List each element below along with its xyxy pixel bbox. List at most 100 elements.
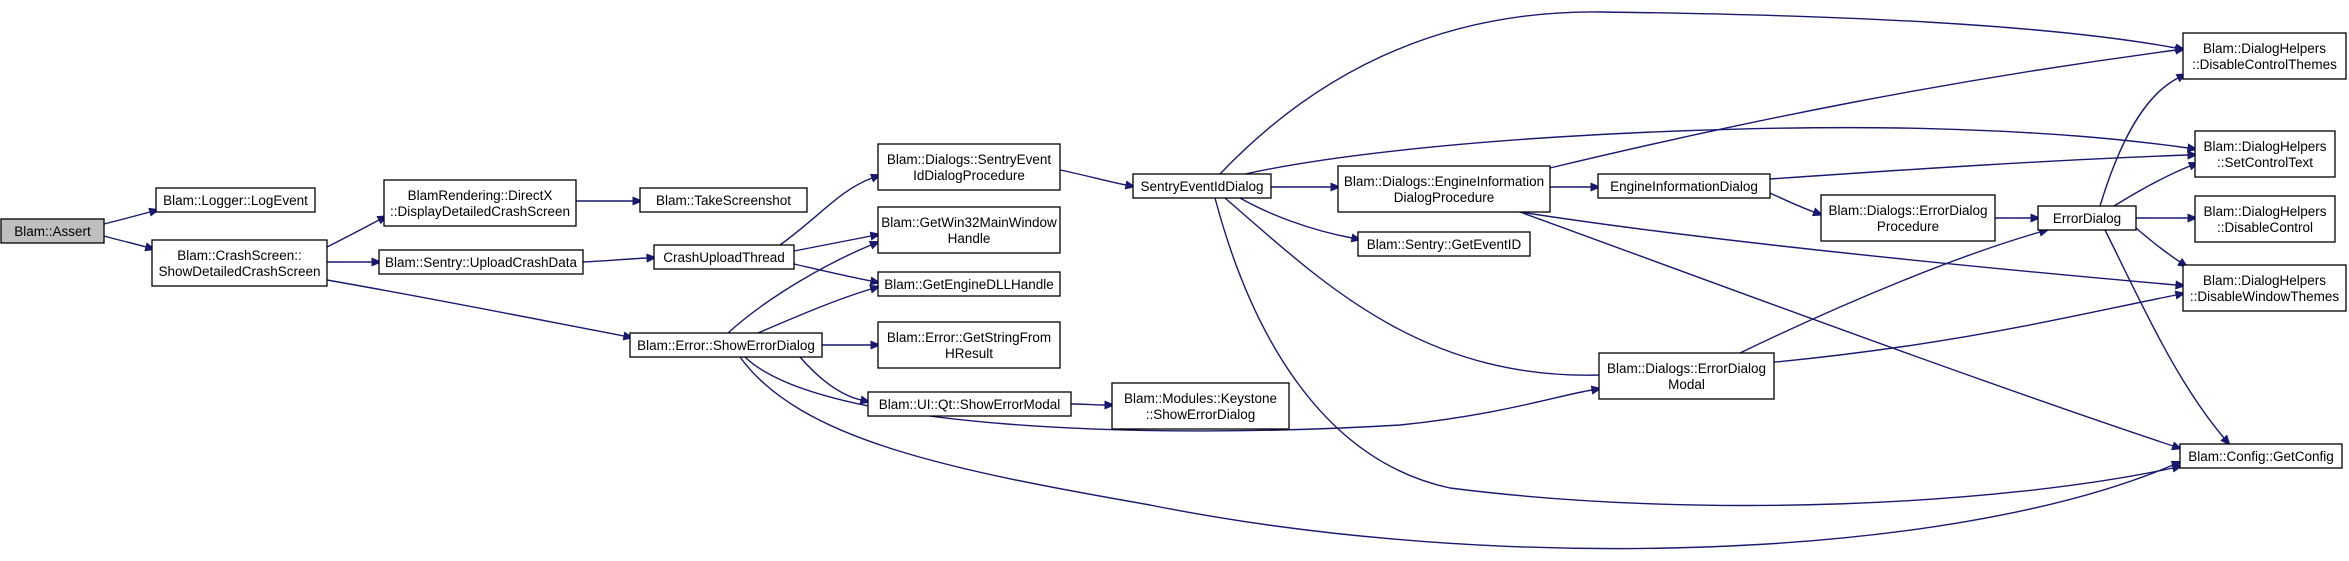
arrowhead-icon xyxy=(868,240,881,250)
node-box xyxy=(1111,382,1290,430)
node-geteventid[interactable]: Blam::Sentry::GetEventID xyxy=(1357,231,1531,257)
node-uploadcrash[interactable]: Blam::Sentry::UploadCrashData xyxy=(378,249,584,275)
edge-line xyxy=(2104,229,2225,439)
node-label: Blam::GetWin32MainWindow xyxy=(881,215,1057,230)
node-sentrydialog[interactable]: SentryEventIdDialog xyxy=(1132,173,1272,199)
edge-showerror-to-getconfig xyxy=(739,356,2183,550)
edge-errordialog-to-disablecontrol xyxy=(2136,213,2199,223)
edge-line xyxy=(779,177,873,246)
arrowhead-icon xyxy=(2174,45,2187,55)
node-box xyxy=(653,244,795,270)
node-label: ::ShowErrorDialog xyxy=(1146,407,1256,422)
function-nodes: Blam::AssertBlam::Logger::LogEventBlam::… xyxy=(0,32,2347,469)
node-dxdisplay[interactable]: BlamRendering::DirectX::DisplayDetailedC… xyxy=(383,179,577,227)
node-label: Blam::Dialogs::ErrorDialog xyxy=(1828,203,1987,218)
edge-line xyxy=(1219,11,2177,175)
arrowhead-icon xyxy=(646,253,658,263)
edge-sentrydialog-to-disablecontrolthemes xyxy=(1219,11,2187,175)
edge-sentrydialog-to-engineinfoproc xyxy=(1271,182,1342,192)
node-engineinfodialog[interactable]: EngineInformationDialog xyxy=(1597,173,1771,199)
edge-line xyxy=(2113,165,2191,207)
node-label: Blam::DialogHelpers xyxy=(2203,139,2326,154)
node-setcontroltext[interactable]: Blam::DialogHelpers::SetControlText xyxy=(2194,130,2336,178)
node-box xyxy=(378,249,584,275)
node-label: Blam::Dialogs::EngineInformation xyxy=(1344,174,1544,189)
node-label: Blam::DialogHelpers xyxy=(2203,204,2326,219)
arrowhead-icon xyxy=(1811,207,1824,217)
node-label: Blam::DialogHelpers xyxy=(2203,273,2326,288)
arrowhead-icon xyxy=(632,196,644,206)
edge-line xyxy=(799,356,862,401)
node-label: IdDialogProcedure xyxy=(913,168,1025,183)
node-label: Blam::Dialogs::ErrorDialog xyxy=(1607,361,1766,376)
node-box xyxy=(155,187,316,213)
node-qtmodal[interactable]: Blam::UI::Qt::ShowErrorModal xyxy=(867,391,1072,417)
node-label: Blam::Dialogs::SentryEvent xyxy=(887,152,1052,167)
edge-line xyxy=(103,211,151,225)
node-box xyxy=(2194,130,2336,178)
edge-line xyxy=(727,244,872,334)
arrowhead-icon xyxy=(870,340,882,350)
node-sentryproc[interactable]: Blam::Dialogs::SentryEventIdDialogProced… xyxy=(877,143,1061,191)
arrowhead-icon xyxy=(371,257,383,267)
node-box xyxy=(1357,231,1531,257)
edge-errordialog-to-setcontroltext xyxy=(2113,161,2200,207)
edge-crashthread-to-getenginedll xyxy=(793,263,882,286)
node-disablecontrolthemes[interactable]: Blam::DialogHelpers::DisableControlTheme… xyxy=(2182,32,2347,80)
edge-assert-to-showdetailed xyxy=(103,235,156,252)
node-label: Handle xyxy=(948,231,991,246)
edge-line xyxy=(1244,126,2189,175)
node-label: Blam::UI::Qt::ShowErrorModal xyxy=(879,397,1061,412)
node-label: Blam::GetEngineDLLHandle xyxy=(884,277,1054,292)
node-errordialog[interactable]: ErrorDialog xyxy=(2037,205,2137,231)
edge-showdetailed-to-dxdisplay xyxy=(326,215,389,248)
node-showerror[interactable]: Blam::Error::ShowErrorDialog xyxy=(629,332,823,358)
node-box xyxy=(1597,173,1771,199)
node-keystone[interactable]: Blam::Modules::Keystone::ShowErrorDialog xyxy=(1111,382,1290,430)
edge-line xyxy=(1519,211,2174,447)
node-label: Blam::Error::ShowErrorDialog xyxy=(637,338,815,353)
node-label: Blam::Logger::LogEvent xyxy=(163,193,308,208)
edge-uploadcrash-to-crashthread xyxy=(582,253,658,263)
node-logevent[interactable]: Blam::Logger::LogEvent xyxy=(155,187,316,213)
node-disablewindowthemes[interactable]: Blam::DialogHelpers::DisableWindowThemes xyxy=(2182,264,2347,312)
edge-line xyxy=(1549,49,2177,169)
node-box xyxy=(867,391,1072,417)
node-box xyxy=(1337,165,1551,213)
edge-line xyxy=(103,235,147,248)
node-crashthread[interactable]: CrashUploadThread xyxy=(653,244,795,270)
node-getconfig[interactable]: Blam::Config::GetConfig xyxy=(2179,443,2343,469)
node-showdetailed[interactable]: Blam::CrashScreen::ShowDetailedCrashScre… xyxy=(151,239,328,287)
node-label: ::DisableControlThemes xyxy=(2192,57,2337,72)
arrowhead-icon xyxy=(2220,434,2231,446)
edge-line xyxy=(2099,77,2179,207)
edge-line xyxy=(1070,403,1106,406)
arrowhead-icon xyxy=(869,284,881,294)
node-engineinfoproc[interactable]: Blam::Dialogs::EngineInformationDialogPr… xyxy=(1337,165,1551,213)
arrowhead-icon xyxy=(1590,182,1602,192)
node-takescreenshot[interactable]: Blam::TakeScreenshot xyxy=(639,187,808,213)
node-label: SentryEventIdDialog xyxy=(1140,179,1263,194)
node-label: HResult xyxy=(945,346,993,361)
edge-line xyxy=(1769,154,2189,180)
node-getenginedll[interactable]: Blam::GetEngineDLLHandle xyxy=(877,271,1061,297)
node-box xyxy=(877,271,1061,297)
node-disablecontrol[interactable]: Blam::DialogHelpers::DisableControl xyxy=(2194,195,2336,243)
node-label: ::DisplayDetailedCrashScreen xyxy=(390,204,570,219)
edge-line xyxy=(1739,231,2041,354)
node-box xyxy=(2179,443,2343,469)
node-box xyxy=(2037,205,2137,231)
edge-line xyxy=(739,356,2174,550)
node-label: ShowDetailedCrashScreen xyxy=(158,264,320,279)
node-label: EngineInformationDialog xyxy=(1610,179,1758,194)
node-label: BlamRendering::DirectX xyxy=(408,188,553,203)
arrowhead-icon xyxy=(1330,182,1342,192)
edge-crashthread-to-getwin32 xyxy=(793,231,882,252)
node-label: DialogProcedure xyxy=(1394,190,1495,205)
node-label: ::DisableWindowThemes xyxy=(2190,289,2340,304)
node-box xyxy=(2182,32,2347,80)
